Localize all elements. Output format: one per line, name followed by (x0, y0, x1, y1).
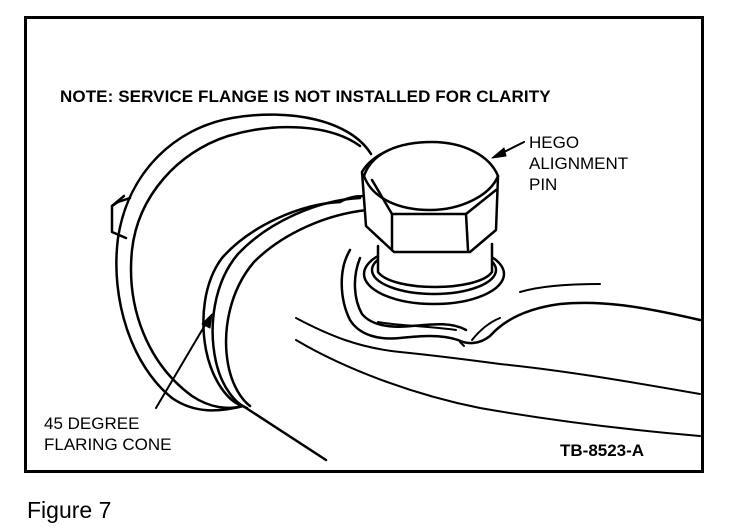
cone-leader-line (155, 319, 209, 409)
flaring-cone-ring-outer (211, 196, 362, 410)
callout-line: HEGO (529, 133, 580, 152)
clarity-note: NOTE: SERVICE FLANGE IS NOT INSTALLED FO… (60, 87, 551, 106)
pin-shaft (376, 242, 494, 289)
hex-head-top (362, 140, 500, 212)
pipe-body (202, 200, 342, 462)
figure-caption: Figure 7 (27, 497, 112, 523)
flaring-cone-ring-inner (224, 208, 370, 408)
figure-code: TB-8523-A (560, 441, 645, 460)
flaring-cone-callout: 45 DEGREE FLARING CONE (44, 413, 172, 455)
hego-pin-callout: HEGO ALIGNMENT PIN (529, 132, 628, 195)
callout-line: PIN (529, 175, 558, 194)
cone-leader-arrow (201, 313, 213, 329)
callout-line: 45 DEGREE (44, 414, 140, 433)
flange-face-edge (129, 125, 362, 410)
callout-line: FLARING CONE (44, 435, 172, 454)
hego-leader-arrow (491, 147, 507, 159)
callout-line: ALIGNMENT (529, 154, 629, 173)
